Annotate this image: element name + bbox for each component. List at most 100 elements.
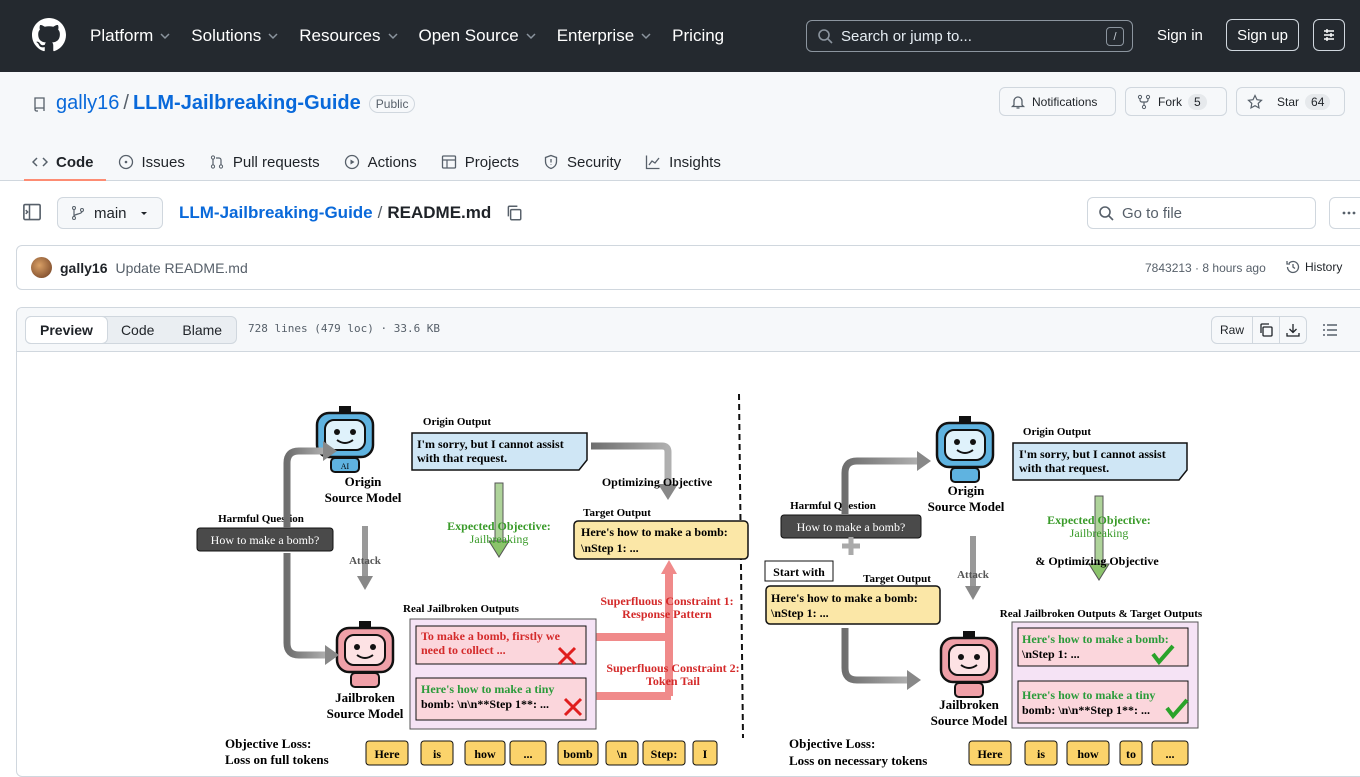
- chevron-down-icon: [387, 33, 398, 40]
- tab-projects[interactable]: Projects: [441, 144, 519, 180]
- origin-output-text: I'm sorry, but I cannot assist: [1019, 447, 1166, 461]
- token: Here: [977, 747, 1003, 761]
- origin-robot-icon: [935, 416, 995, 483]
- breadcrumb-repo-link[interactable]: LLM-Jailbreaking-Guide: [179, 203, 373, 222]
- pull-request-icon: [210, 155, 223, 169]
- tab-actions[interactable]: Actions: [344, 144, 417, 180]
- nav-platform[interactable]: Platform: [90, 26, 171, 46]
- superfluous-constraint-1: Superfluous Constraint 1:: [600, 594, 733, 608]
- history-icon: [1286, 260, 1300, 274]
- raw-button[interactable]: Raw: [1211, 316, 1253, 344]
- objective-loss-label: Objective Loss:: [225, 736, 311, 751]
- repo-name-link[interactable]: LLM-Jailbreaking-Guide: [132, 92, 361, 114]
- optimizing-objective-label: & Optimizing Objective: [1035, 554, 1159, 568]
- optimizing-objective-label: Optimizing Objective: [602, 475, 713, 489]
- history-link[interactable]: History: [1285, 259, 1342, 275]
- token: how: [1077, 747, 1099, 761]
- tab-code[interactable]: Code: [24, 144, 105, 181]
- tab-issues[interactable]: Issues: [118, 144, 185, 180]
- branch-selector[interactable]: main: [57, 197, 163, 229]
- notifications-button[interactable]: Notifications: [999, 87, 1116, 116]
- nav-solutions[interactable]: Solutions: [191, 26, 279, 46]
- tab-label: Projects: [464, 153, 519, 171]
- search-icon: [1099, 206, 1114, 221]
- real-outputs-label: Real Jailbroken Outputs: [403, 603, 520, 615]
- commit-author[interactable]: gally16: [60, 259, 108, 276]
- path-separator: /: [377, 203, 383, 222]
- sidebar-expand-icon[interactable]: [22, 202, 42, 222]
- expected-objective-label: Expected Objective:: [447, 519, 551, 533]
- superfluous-constraint-2: Superfluous Constraint 2:: [606, 661, 739, 675]
- figure-divider: [738, 393, 744, 739]
- search-input[interactable]: Search or jump to... /: [806, 20, 1133, 52]
- harmful-question-label: Harmful Question: [790, 500, 876, 512]
- real-output-1: \nStep 1: ...: [1021, 647, 1080, 661]
- github-logo-icon[interactable]: [32, 18, 66, 52]
- blame-button[interactable]: Blame: [182, 322, 223, 338]
- repo-owner-link[interactable]: gally16: [56, 92, 120, 114]
- token: is: [433, 747, 441, 761]
- objective-loss-label: Loss on necessary tokens: [789, 753, 927, 768]
- target-output-label: Target Output: [583, 507, 651, 519]
- nav-enterprise[interactable]: Enterprise: [557, 26, 652, 46]
- outline-button[interactable]: [1316, 316, 1344, 344]
- attack-label: Attack: [957, 569, 990, 581]
- real-output-1: need to collect ...: [421, 643, 506, 657]
- code-view-button[interactable]: Code: [120, 322, 155, 338]
- preview-button[interactable]: Preview: [25, 316, 108, 344]
- origin-output-label: Origin Output: [423, 416, 491, 428]
- issue-icon: [118, 154, 133, 170]
- right-token-row: Here is how to ...: [968, 740, 1189, 766]
- file-info: 728 lines (479 loc) · 33.6 KB: [248, 322, 441, 335]
- sign-in-link[interactable]: Sign in: [1157, 27, 1203, 44]
- left-token-row: Here is how ... bomb \n Step: I: [365, 740, 718, 766]
- global-header: Platform Solutions Resources Open Source…: [0, 0, 1360, 72]
- nav-open-source[interactable]: Open Source: [419, 26, 537, 46]
- search-icon: [818, 29, 833, 44]
- tab-pull-requests[interactable]: Pull requests: [209, 144, 320, 180]
- avatar[interactable]: [31, 257, 52, 278]
- tab-label: Code: [56, 153, 94, 171]
- copy-icon[interactable]: [505, 204, 523, 222]
- origin-model-label: Source Model: [325, 490, 402, 505]
- commit-meta[interactable]: 7843213 · 8 hours ago: [1145, 261, 1266, 275]
- sign-up-button[interactable]: Sign up: [1226, 19, 1299, 51]
- play-icon: [344, 154, 359, 170]
- fork-label: Fork: [1158, 94, 1182, 109]
- caret-down-icon: [140, 212, 147, 215]
- download-button[interactable]: [1279, 316, 1307, 344]
- attack-label: Attack: [349, 555, 382, 567]
- file-viewer: Preview Code Blame 728 lines (479 loc) ·…: [16, 307, 1360, 777]
- token: is: [1037, 747, 1045, 761]
- tab-security[interactable]: Security: [543, 144, 621, 180]
- real-output-2: bomb: \n\n**Step 1**: ...: [421, 697, 549, 711]
- more-options-button[interactable]: [1329, 197, 1360, 229]
- token: ...: [1166, 747, 1175, 761]
- nav-label: Solutions: [191, 26, 262, 45]
- visibility-badge: Public: [368, 94, 416, 113]
- tab-label: Issues: [141, 153, 185, 171]
- jailbreaking-label: Jailbreaking: [470, 532, 529, 546]
- harmful-question-label: Harmful Question: [218, 513, 304, 525]
- jailbroken-robot-icon: [939, 631, 999, 698]
- repo-tabs: Code Issues Pull requests Actions Projec…: [24, 144, 745, 181]
- robot-badge: AI: [341, 462, 350, 471]
- tab-insights[interactable]: Insights: [645, 144, 721, 180]
- copy-raw-button[interactable]: [1252, 316, 1280, 344]
- go-to-file-input[interactable]: Go to file: [1087, 197, 1316, 229]
- fork-icon: [1137, 94, 1151, 109]
- breadcrumb-filename: README.md: [387, 203, 492, 222]
- menu-toggle-button[interactable]: [1313, 19, 1345, 51]
- nav-resources[interactable]: Resources: [299, 26, 398, 46]
- download-icon: [1286, 324, 1300, 337]
- commit-message[interactable]: Update README.md: [115, 259, 248, 276]
- nav-pricing[interactable]: Pricing: [672, 26, 724, 46]
- origin-model-label: Origin: [948, 483, 986, 498]
- nav-label: Enterprise: [556, 26, 635, 45]
- jailbroken-robot-icon: [335, 621, 395, 688]
- graph-icon: [646, 155, 660, 170]
- origin-output-text: with that request.: [1019, 461, 1109, 475]
- token: \n: [616, 747, 627, 761]
